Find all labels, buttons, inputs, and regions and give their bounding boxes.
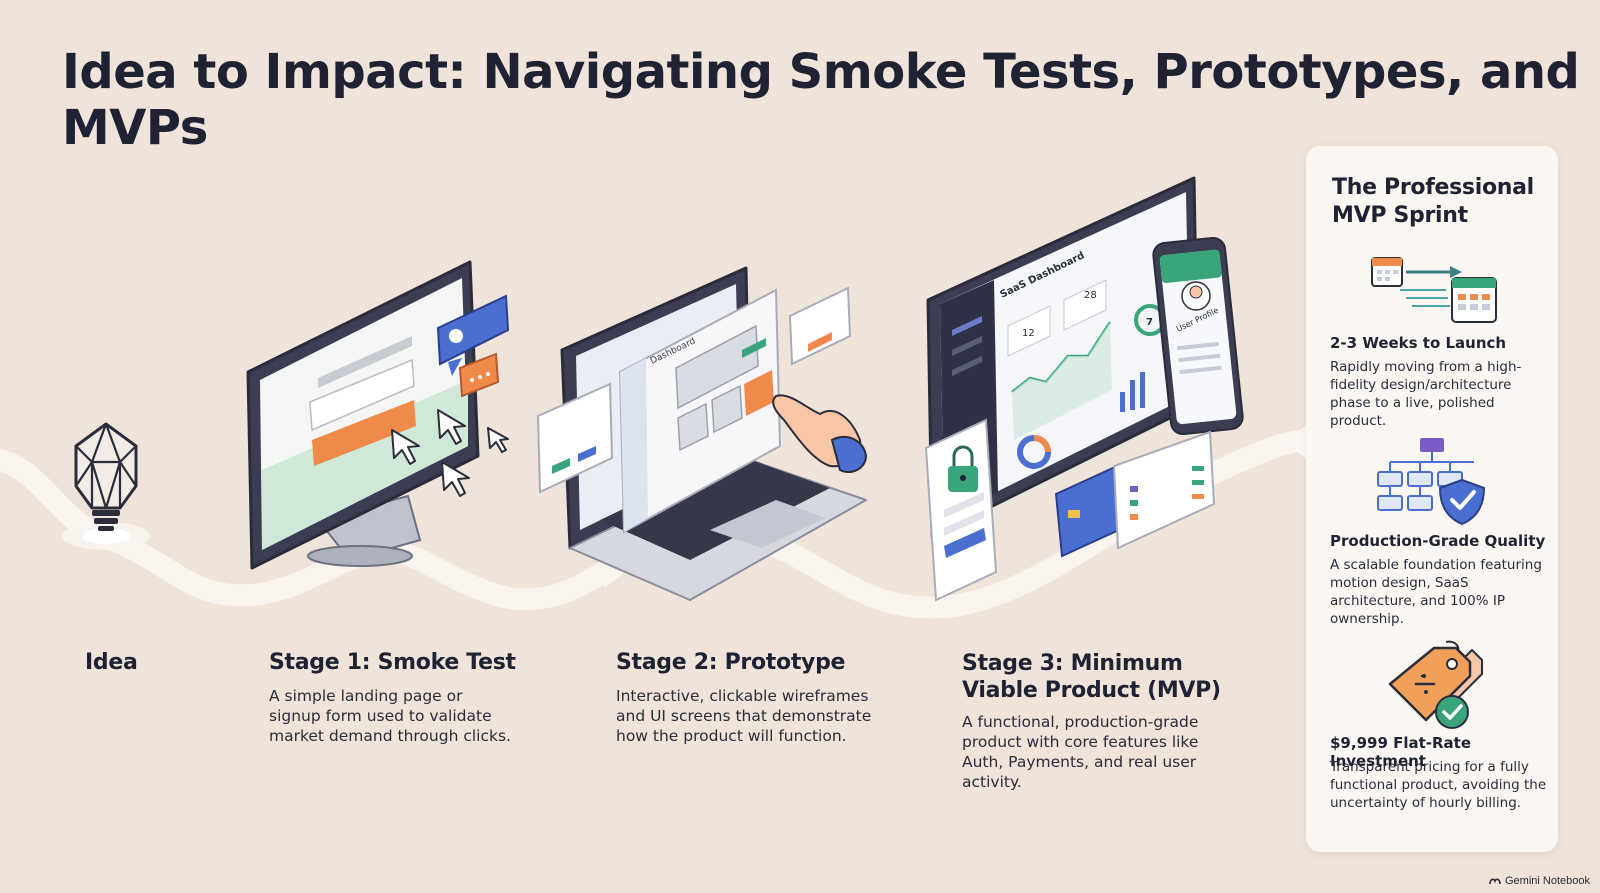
stage-desc-prototype: Interactive, clickable wireframes and UI… — [616, 687, 872, 745]
brand-footer: Gemini Notebook — [1489, 875, 1590, 887]
path-arrow — [600, 570, 622, 588]
mvp-stat-1: 12 — [1022, 328, 1035, 339]
feature-desc-launch: Rapidly moving from a high-fidelity desi… — [1330, 359, 1522, 429]
mvp-stat-2: 28 — [1084, 290, 1097, 301]
brand-name: Gemini Notebook — [1505, 875, 1590, 887]
chat-bubble-icon — [436, 294, 510, 398]
stage-label-idea: Idea — [85, 650, 138, 675]
feature-title-investment: $9,999 Flat-Rate Investment — [1330, 734, 1472, 770]
feature-title-launch: 2-3 Weeks to Launch — [1330, 334, 1507, 352]
cursor-icon — [391, 409, 509, 497]
lightbulb-icon — [62, 422, 150, 550]
brand-logo-icon — [1489, 878, 1501, 885]
stage-desc-smoke-test: A simple landing page or signup form use… — [269, 687, 511, 745]
feature-title-quality: Production-Grade Quality — [1330, 532, 1546, 550]
smoke-test-monitor — [246, 260, 480, 570]
hand-pointer-icon — [772, 394, 868, 474]
panel-pointer — [1284, 424, 1308, 460]
mvp-phone — [1152, 236, 1244, 436]
feature-desc-quality: A scalable foundation featuring motion d… — [1330, 557, 1542, 627]
mvp-sprint-panel: The Professional MVP Sprint 2-3 Weeks to… — [1306, 146, 1558, 852]
stage-label-smoke-test: Stage 1: Smoke Test — [269, 650, 516, 675]
stage-label-prototype: Stage 2: Prototype — [616, 650, 846, 675]
payment-list — [1112, 430, 1216, 550]
mvp-stat-3: 7 — [1146, 317, 1153, 328]
page-title: Idea to Impact: Navigating Smoke Tests, … — [62, 44, 1580, 156]
journey-path — [0, 429, 1321, 619]
stage-label-mvp: Stage 3: Minimum Viable Product (MVP) — [962, 651, 1221, 703]
feature-desc-investment: Transparent pricing for a fully function… — [1330, 759, 1547, 811]
calendar-arrow-icon — [1371, 257, 1497, 323]
stage-desc-mvp: A functional, production-grade product w… — [962, 713, 1199, 791]
lock-card — [924, 418, 998, 602]
architecture-shield-icon — [1377, 438, 1486, 526]
price-tag-icon — [1388, 640, 1483, 729]
prototype-laptop — [536, 266, 867, 601]
panel-title: The Professional MVP Sprint — [1332, 175, 1534, 228]
